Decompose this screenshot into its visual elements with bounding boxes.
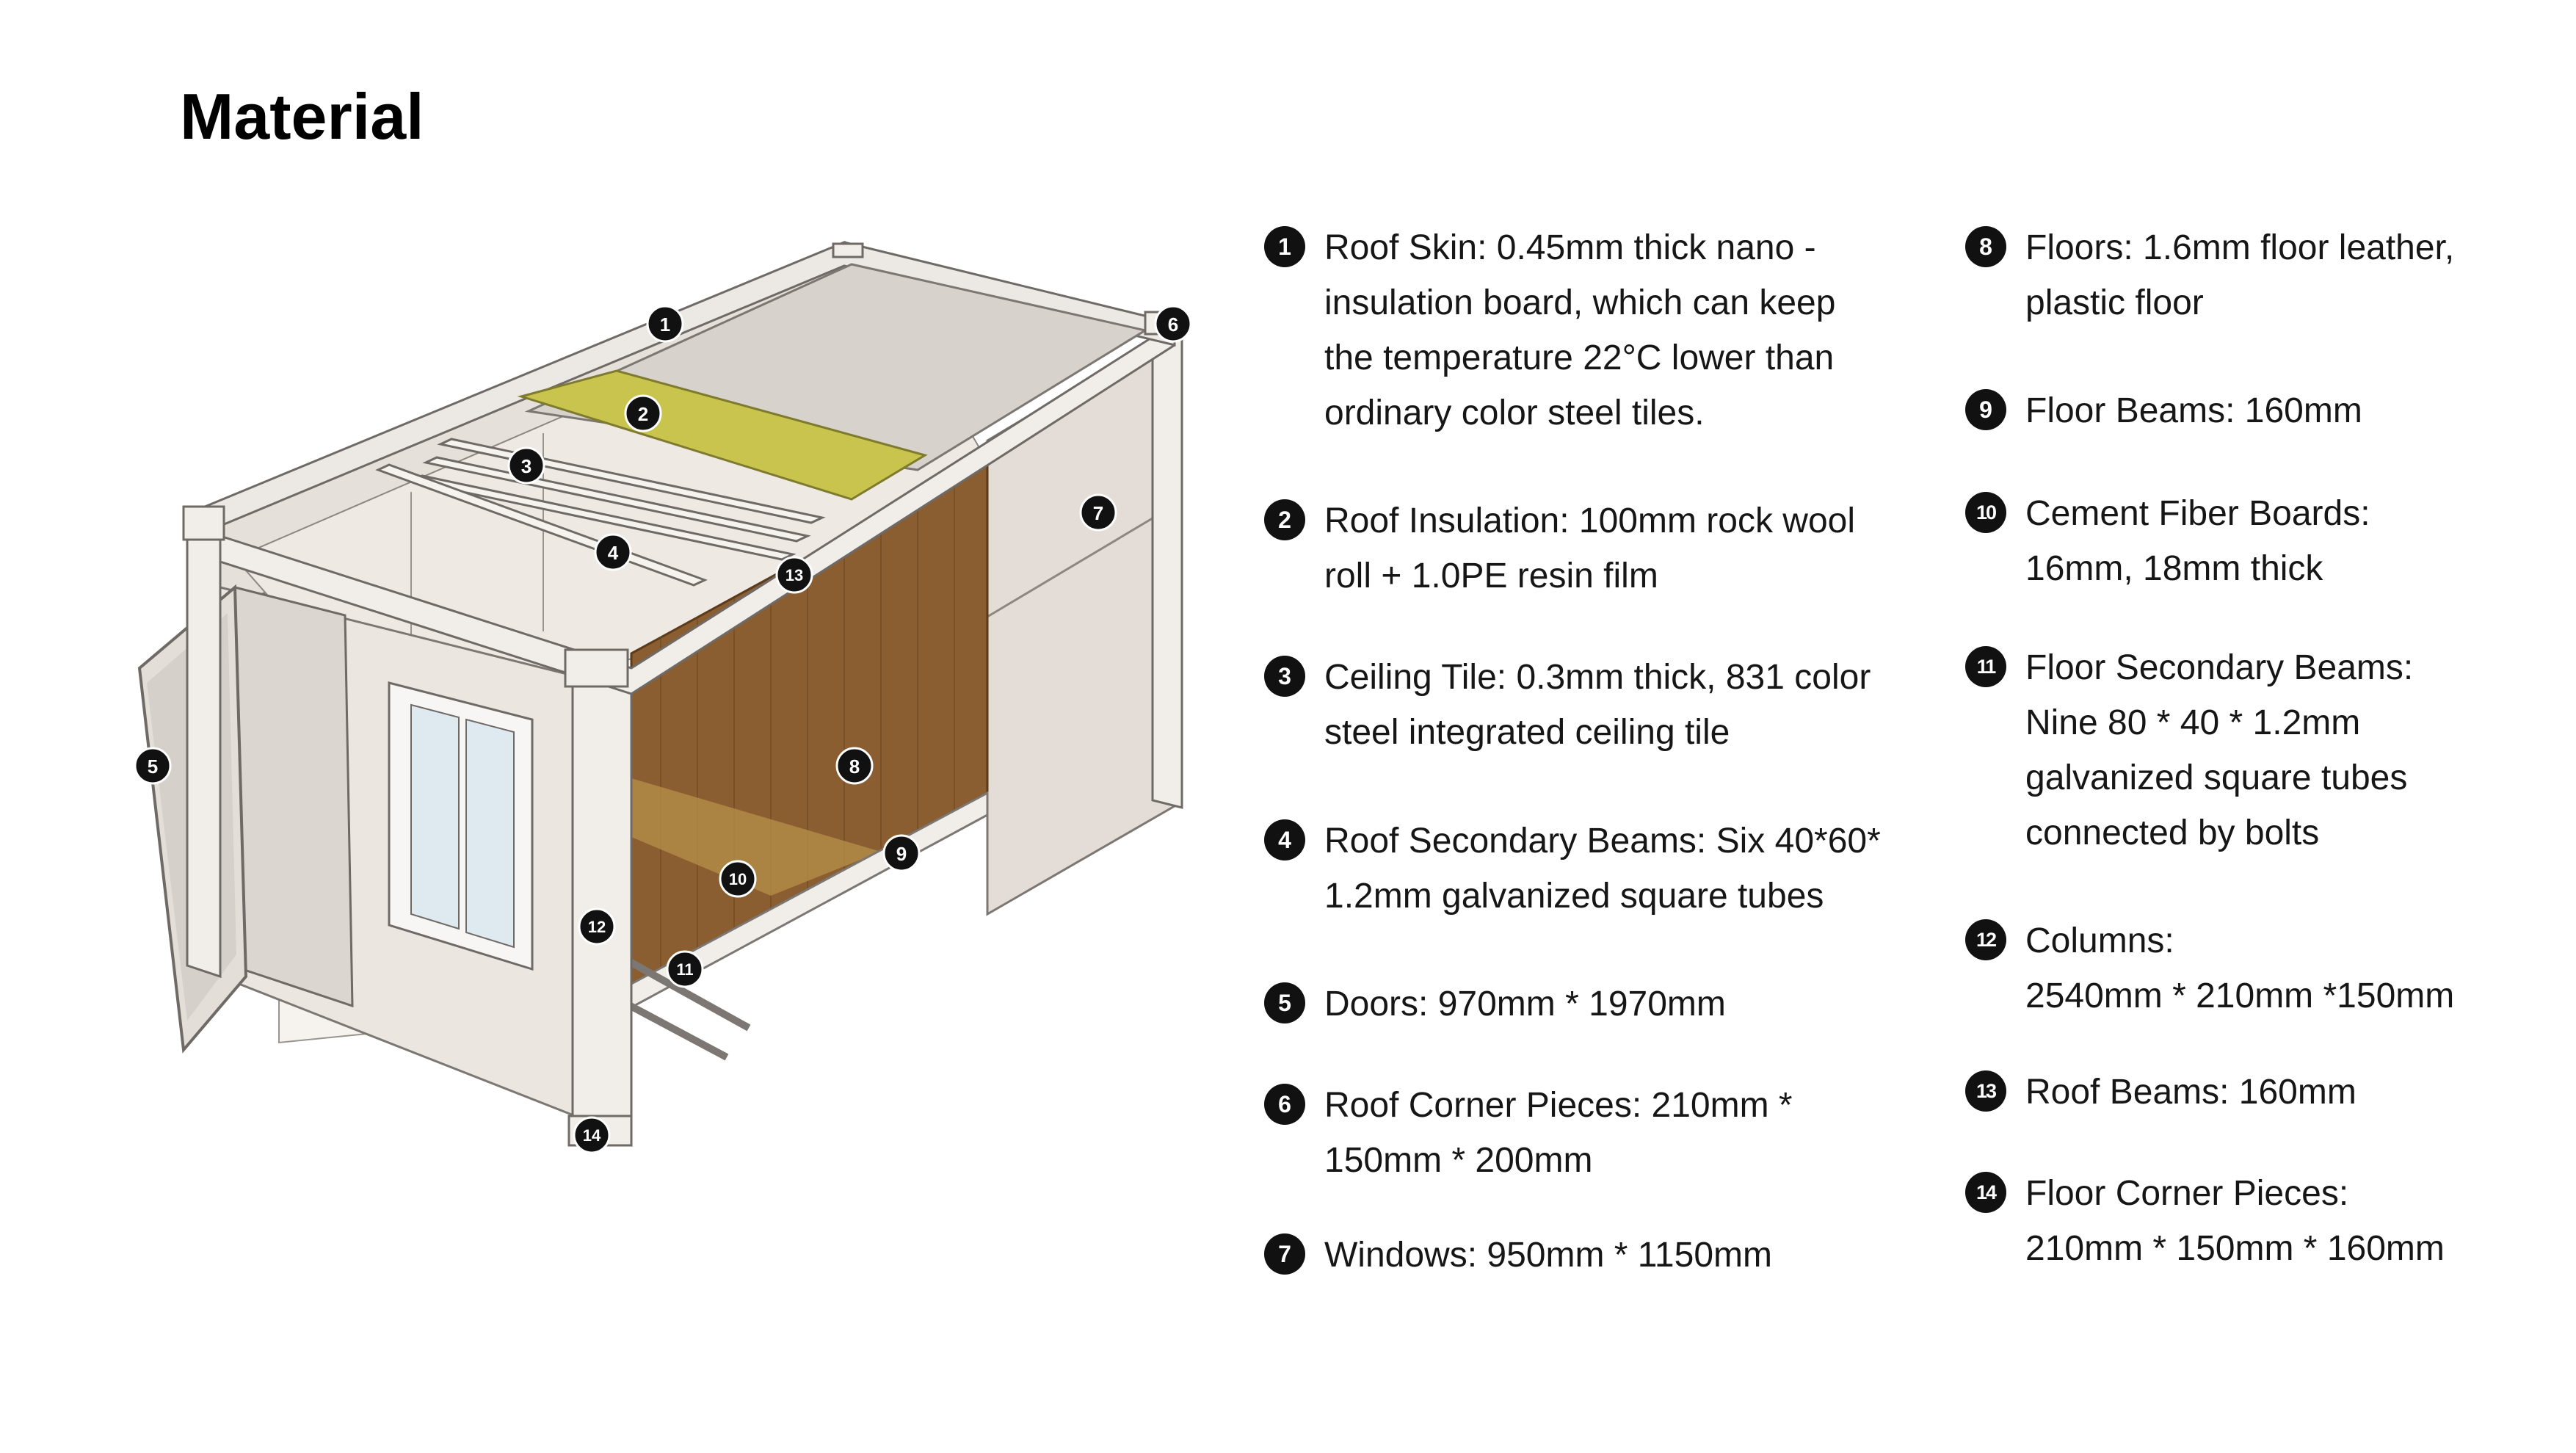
spec-number-badge: 8 <box>1965 226 2006 267</box>
svg-text:4: 4 <box>608 542 619 564</box>
svg-text:10: 10 <box>729 870 747 888</box>
spec-number-badge: 4 <box>1264 819 1305 860</box>
svg-text:1: 1 <box>660 314 670 336</box>
cement-fiber-board <box>631 778 881 896</box>
front-right-column <box>571 663 633 1147</box>
marker-8: 8 <box>835 747 874 785</box>
marker-5: 5 <box>134 747 172 785</box>
spec-number-badge: 13 <box>1965 1070 2006 1112</box>
spec-text: Windows: 950mm * 1150mm <box>1324 1236 1772 1275</box>
spec-number-badge: 14 <box>1965 1172 2006 1213</box>
container-house-illustration: 1 2 3 4 5 6 7 8 9 10 11 12 13 14 <box>134 240 1192 1154</box>
svg-text:13: 13 <box>786 566 803 584</box>
spec-number-badge: 10 <box>1965 492 2006 533</box>
spec-text: Roof Beams: 160mm <box>2025 1073 2357 1112</box>
spec-number-badge: 9 <box>1965 389 2006 430</box>
spec-number-badge: 2 <box>1264 499 1305 540</box>
door-opening <box>233 586 354 1008</box>
marker-7: 7 <box>1079 493 1117 532</box>
svg-text:8: 8 <box>849 756 860 778</box>
spec-text: Columns:2540mm * 210mm *150mm <box>2025 921 2455 1015</box>
marker-10: 10 <box>719 860 757 898</box>
marker-4: 4 <box>594 533 632 571</box>
spec-number-badge: 1 <box>1264 226 1305 267</box>
marker-6: 6 <box>1154 305 1192 343</box>
spec-number-badge: 7 <box>1264 1233 1305 1275</box>
roof-corner-piece-front <box>564 648 629 688</box>
left-column <box>186 512 222 979</box>
svg-text:12: 12 <box>588 918 606 936</box>
spec-text: Roof Skin: 0.45mm thick nano -insulation… <box>1324 228 1836 432</box>
spec-number-badge: 11 <box>1965 646 2006 687</box>
marker-3: 3 <box>507 446 545 485</box>
spec-number-badge: 6 <box>1264 1084 1305 1125</box>
back-right-column <box>1151 322 1183 809</box>
window-glass-right <box>465 718 515 949</box>
marker-12: 12 <box>578 907 616 946</box>
spec-text: Roof Secondary Beams: Six 40*60*1.2mm ga… <box>1324 822 1881 916</box>
marker-9: 9 <box>882 834 921 872</box>
svg-text:7: 7 <box>1093 502 1103 524</box>
svg-text:5: 5 <box>148 756 158 778</box>
marker-1: 1 <box>646 305 684 343</box>
right-back-wall <box>986 325 1180 916</box>
marker-2: 2 <box>624 394 662 432</box>
spec-text: Doors: 970mm * 1970mm <box>1324 985 1726 1023</box>
marker-14: 14 <box>573 1116 611 1154</box>
roof-corner-piece-back <box>832 242 864 258</box>
spec-text: Cement Fiber Boards:16mm, 18mm thick <box>2025 494 2370 588</box>
svg-text:11: 11 <box>676 960 693 979</box>
svg-text:6: 6 <box>1168 314 1178 336</box>
spec-number-badge: 3 <box>1264 656 1305 697</box>
spec-text: Floor Corner Pieces:210mm * 150mm * 160m… <box>2025 1174 2445 1268</box>
spec-number-badge: 5 <box>1264 982 1305 1023</box>
spec-text: Floor Secondary Beams:Nine 80 * 40 * 1.2… <box>2025 648 2414 852</box>
roof-insulation <box>517 369 928 501</box>
spec-text: Floor Beams: 160mm <box>2025 391 2362 430</box>
svg-text:3: 3 <box>521 455 531 477</box>
window-glass-left <box>410 703 460 930</box>
svg-text:2: 2 <box>638 403 648 425</box>
marker-13: 13 <box>775 556 813 594</box>
roof-corner-piece-left <box>182 505 225 541</box>
marker-11: 11 <box>666 950 704 988</box>
spec-text: Roof Corner Pieces: 210mm *150mm * 200mm <box>1324 1086 1793 1180</box>
spec-text: Floors: 1.6mm floor leather,plastic floo… <box>2025 228 2455 322</box>
page-title: Material <box>180 80 424 153</box>
svg-text:9: 9 <box>896 843 907 865</box>
svg-text:14: 14 <box>583 1126 601 1145</box>
spec-number-badge: 12 <box>1965 919 2006 960</box>
